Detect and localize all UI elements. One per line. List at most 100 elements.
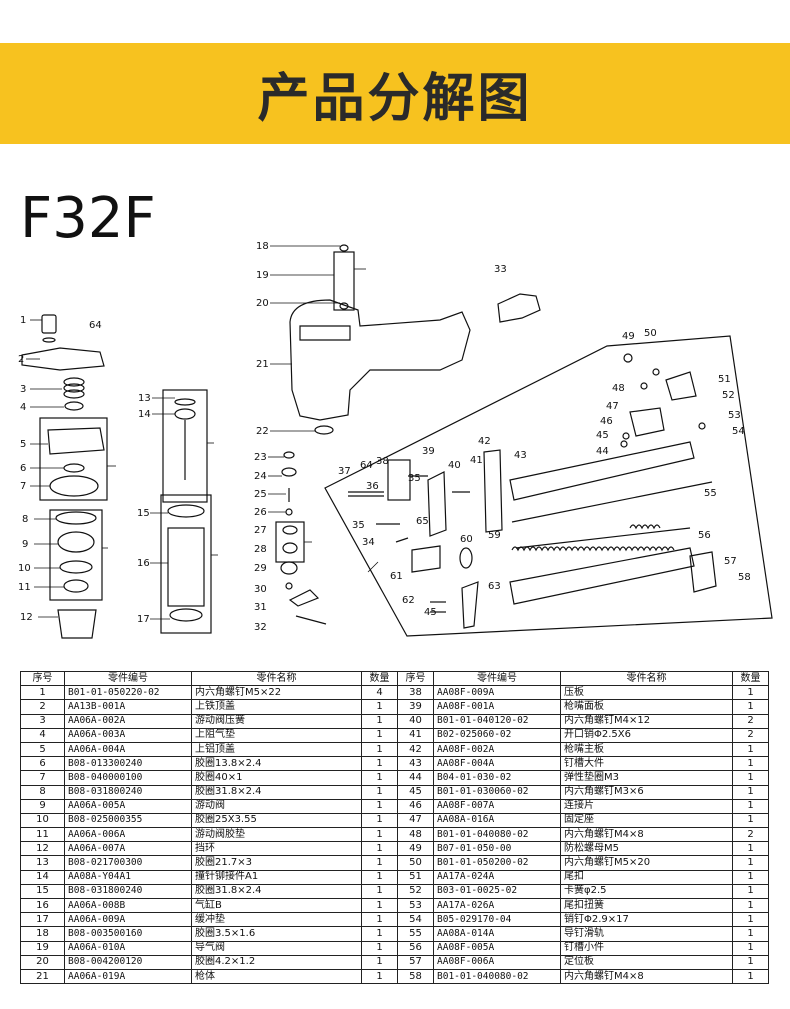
table-cell: 18 [20, 926, 65, 942]
col-header-no-2: 序号 [397, 670, 434, 687]
table-cell: AA08F-005A [433, 940, 561, 956]
table-cell: B01-01-040120-02 [433, 713, 561, 729]
table-cell: 挡环 [191, 841, 362, 857]
callout-11: 11 [18, 582, 31, 593]
table-cell: 枪嘴主板 [560, 741, 733, 758]
table-cell: 1 [361, 841, 398, 857]
table-cell: 4 [361, 685, 398, 701]
callout-35: 35 [408, 473, 421, 484]
table-cell: 1 [732, 855, 769, 871]
table-cell: 56 [397, 940, 434, 956]
table-cell: 44 [397, 770, 434, 786]
table-cell: 7 [20, 770, 65, 786]
callout-4: 4 [20, 402, 26, 413]
table-cell: 1 [732, 883, 769, 900]
table-cell: 气缸B [191, 897, 362, 914]
table-cell: 3 [20, 713, 65, 729]
table-cell: 50 [397, 855, 434, 871]
table-cell: AA06A-007A [64, 841, 192, 857]
table-cell: 1 [732, 968, 769, 985]
table-cell: 1 [361, 968, 398, 985]
table-cell: 1 [732, 912, 769, 928]
table-cell: 1 [732, 897, 769, 914]
table-cell: 胶圈31.8×2.4 [191, 784, 362, 800]
table-cell: B08-004200120 [64, 954, 192, 970]
table-cell: 43 [397, 756, 434, 772]
table-cell: AA06A-008B [64, 897, 192, 914]
callout-62: 62 [402, 595, 415, 606]
callout-36: 36 [366, 481, 379, 492]
table-cell: 1 [361, 883, 398, 900]
table-cell: 1 [732, 699, 769, 715]
col-header-no: 序号 [20, 670, 65, 687]
table-cell: 2 [732, 727, 769, 743]
table-cell: 49 [397, 841, 434, 857]
callout-31: 31 [254, 602, 267, 613]
table-cell: 6 [20, 756, 65, 772]
table-cell: 1 [361, 912, 398, 928]
table-cell: 开口销Φ2.5X6 [560, 727, 733, 743]
table-cell: AA08F-004A [433, 756, 561, 772]
col-header-part-number-2: 零件编号 [433, 670, 561, 687]
table-cell: 51 [397, 869, 434, 885]
table-cell: 38 [397, 685, 434, 701]
table-cell: B08-013300240 [64, 756, 192, 772]
table-cell: 57 [397, 954, 434, 970]
table-cell: 2 [20, 699, 65, 715]
table-cell: AA08F-009A [433, 685, 561, 701]
callout-6: 6 [20, 463, 26, 474]
table-cell: 导钉滑轨 [560, 926, 733, 942]
table-cell: 胶圈13.8×2.4 [191, 756, 362, 772]
callout-10: 10 [18, 563, 31, 574]
callout-54: 54 [732, 426, 745, 437]
callout-48: 48 [612, 383, 625, 394]
table-cell: 1 [732, 812, 769, 829]
table-cell: 连接片 [560, 798, 733, 814]
table-cell: AA06A-010A [64, 940, 192, 956]
table-cell: 1 [361, 940, 398, 956]
table-cell: 1 [361, 770, 398, 786]
table-cell: 胶圈4.2×1.2 [191, 954, 362, 970]
table-cell: 内六角螺钉M5×22 [191, 685, 362, 701]
callout-33: 33 [494, 264, 507, 275]
callout-22: 22 [256, 426, 269, 437]
page-title: 产品分解图 [257, 69, 533, 129]
table-cell: 1 [732, 940, 769, 956]
exploded-view-diagram: 1 64 2 3 4 5 6 7 8 9 10 11 12 13 14 15 1… [18, 241, 773, 639]
table-cell: 1 [361, 926, 398, 942]
callout-18: 18 [256, 241, 269, 252]
col-header-qty: 数量 [361, 670, 398, 687]
table-cell: 尾扣 [560, 869, 733, 885]
col-header-part-name: 零件名称 [191, 670, 362, 687]
table-cell: 尾扣扭簧 [560, 897, 733, 914]
callout-29: 29 [254, 563, 267, 574]
table-cell: B08-003500160 [64, 926, 192, 942]
table-cell: 1 [361, 741, 398, 758]
table-cell: 1 [361, 727, 398, 743]
table-cell: 14 [20, 869, 65, 885]
table-cell: 8 [20, 784, 65, 800]
table-cell: 39 [397, 699, 434, 715]
table-cell: 4 [20, 727, 65, 743]
callout-9: 9 [22, 539, 28, 550]
table-cell: AA08F-007A [433, 798, 561, 814]
callout-56: 56 [698, 530, 711, 541]
table-cell: 10 [20, 812, 65, 829]
table-cell: 1 [361, 713, 398, 729]
table-cell: AA08F-002A [433, 741, 561, 758]
table-cell: AA06A-004A [64, 741, 192, 758]
table-cell: B08-031800240 [64, 883, 192, 900]
callout-64: 64 [89, 320, 102, 331]
table-cell: 胶圈21.7×3 [191, 855, 362, 871]
callout-3: 3 [20, 384, 26, 395]
table-cell: 5 [20, 741, 65, 758]
